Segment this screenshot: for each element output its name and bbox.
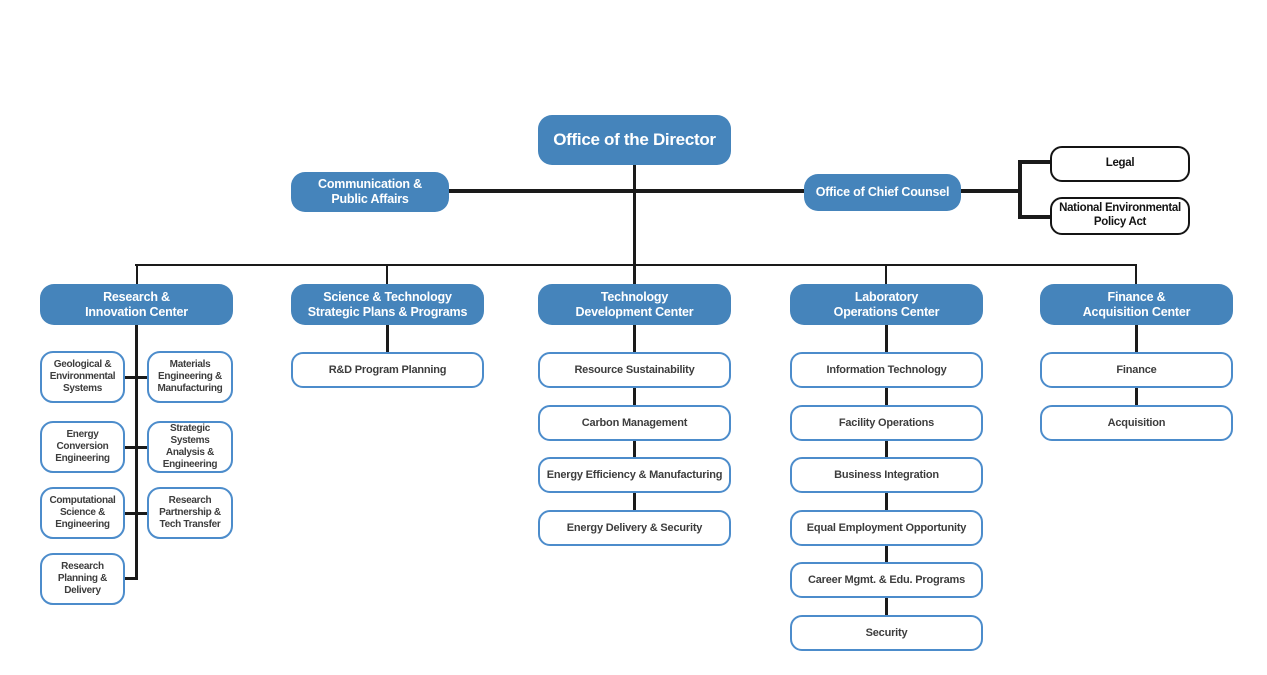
node-equal-employment-opportunity: Equal Employment Opportunity bbox=[790, 510, 983, 546]
connector-comm-counsel bbox=[448, 189, 805, 193]
node-acquisition: Acquisition bbox=[1040, 405, 1233, 441]
node-finance-acquisition-center: Finance & Acquisition Center bbox=[1040, 284, 1233, 325]
node-finance: Finance bbox=[1040, 352, 1233, 388]
connector-bus-drop-5 bbox=[1135, 264, 1137, 284]
connector-fac-stub-2 bbox=[1135, 388, 1138, 405]
node-legal: Legal bbox=[1050, 146, 1190, 182]
node-office-of-the-director: Office of the Director bbox=[538, 115, 731, 165]
connector-director-drop bbox=[633, 165, 636, 266]
node-geological-environmental-systems: Geological & Environmental Systems bbox=[40, 351, 125, 403]
node-research-partnership-tech-transfer: Research Partnership & Tech Transfer bbox=[147, 487, 233, 539]
connector-bus bbox=[135, 264, 1137, 266]
connector-bracket-bottom-stub bbox=[1018, 215, 1052, 219]
node-energy-efficiency-manufacturing: Energy Efficiency & Manufacturing bbox=[538, 457, 731, 493]
connector-counsel-bracket bbox=[959, 189, 1022, 193]
node-energy-conversion-engineering: Energy Conversion Engineering bbox=[40, 421, 125, 473]
node-information-technology: Information Technology bbox=[790, 352, 983, 388]
node-rd-program-planning: R&D Program Planning bbox=[291, 352, 484, 388]
node-career-mgmt-edu-programs: Career Mgmt. & Edu. Programs bbox=[790, 562, 983, 598]
node-communication-public-affairs: Communication & Public Affairs bbox=[291, 172, 449, 212]
node-technology-development-center: Technology Development Center bbox=[538, 284, 731, 325]
node-strategic-systems-analysis-engineering: Strategic Systems Analysis & Engineering bbox=[147, 421, 233, 473]
node-office-of-chief-counsel: Office of Chief Counsel bbox=[804, 174, 961, 211]
connector-loc-stub-6 bbox=[885, 598, 888, 615]
node-research-innovation-center: Research & Innovation Center bbox=[40, 284, 233, 325]
node-computational-science-engineering: Computational Science & Engineering bbox=[40, 487, 125, 539]
connector-ric-stub-row4 bbox=[125, 577, 137, 580]
node-carbon-management: Carbon Management bbox=[538, 405, 731, 441]
connector-fac-stub-1 bbox=[1135, 325, 1138, 352]
node-science-technology-strategic-plans-programs: Science & Technology Strategic Plans & P… bbox=[291, 284, 484, 325]
node-energy-delivery-security: Energy Delivery & Security bbox=[538, 510, 731, 546]
connector-tdc-stub-4 bbox=[633, 493, 636, 510]
connector-loc-stub-3 bbox=[885, 441, 888, 457]
node-materials-engineering-manufacturing: Materials Engineering & Manufacturing bbox=[147, 351, 233, 403]
node-laboratory-operations-center: Laboratory Operations Center bbox=[790, 284, 983, 325]
node-facility-operations: Facility Operations bbox=[790, 405, 983, 441]
connector-loc-stub-5 bbox=[885, 546, 888, 562]
connector-loc-stub-4 bbox=[885, 493, 888, 510]
node-security: Security bbox=[790, 615, 983, 651]
node-business-integration: Business Integration bbox=[790, 457, 983, 493]
connector-tdc-stub-2 bbox=[633, 388, 636, 405]
connector-bracket-vertical bbox=[1018, 160, 1022, 219]
node-national-environmental-policy-act: National Environmental Policy Act bbox=[1050, 197, 1190, 235]
connector-loc-stub-1 bbox=[885, 325, 888, 352]
connector-bus-drop-3 bbox=[633, 264, 636, 284]
node-research-planning-delivery: Research Planning & Delivery bbox=[40, 553, 125, 605]
connector-tdc-stub-3 bbox=[633, 441, 636, 457]
node-resource-sustainability: Resource Sustainability bbox=[538, 352, 731, 388]
connector-ric-stub-row1 bbox=[125, 376, 148, 379]
connector-stsp-stub-1 bbox=[386, 325, 389, 352]
connector-loc-stub-2 bbox=[885, 388, 888, 405]
connector-ric-stub-row2 bbox=[125, 446, 148, 449]
connector-ric-stub-row3 bbox=[125, 512, 148, 515]
connector-bus-drop-4 bbox=[885, 264, 887, 284]
connector-tdc-stub-1 bbox=[633, 325, 636, 352]
connector-bus-drop-2 bbox=[386, 264, 388, 284]
connector-bus-drop-1 bbox=[136, 264, 138, 284]
connector-bracket-top-stub bbox=[1018, 160, 1052, 164]
connector-ric-spine bbox=[135, 325, 138, 580]
